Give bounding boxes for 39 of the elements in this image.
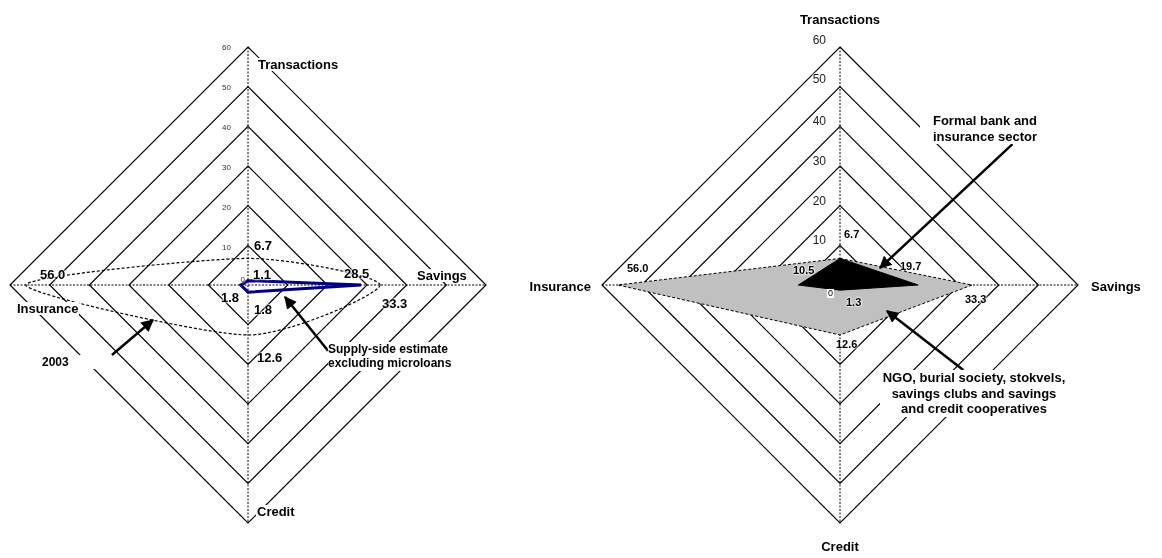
axis-tick-label: 0: [827, 288, 834, 298]
axis-title: Insurance: [528, 279, 592, 293]
leader-arrow: [284, 296, 329, 352]
axis-tick-label: 30: [812, 155, 826, 167]
data-value-label: 1.8: [221, 290, 240, 304]
data-value-label: 1.3: [846, 296, 862, 308]
data-value-label: 33.3: [965, 293, 987, 305]
axis-tick-label: 20: [222, 204, 231, 212]
axis-title: Savings: [416, 268, 468, 282]
axis-tick-label: 50: [222, 84, 231, 92]
leader-arrow: [111, 319, 154, 356]
leader-arrow: [886, 310, 965, 371]
data-value-label: 12.6: [836, 338, 858, 350]
data-value-label: 1.1: [253, 267, 272, 281]
axis-title: Transactions: [257, 57, 340, 71]
data-series-outline: [238, 279, 363, 294]
data-value-label: 10.5: [793, 264, 815, 276]
data-value-label: 6.7: [254, 238, 273, 252]
callout-label: NGO, burial society, stokvels, savings clubs and savings and credit cooperatives: [880, 370, 1068, 417]
axis-tick-label: 40: [222, 124, 231, 132]
leader-arrow: [879, 143, 1014, 269]
axis-tick-label: 10: [222, 244, 231, 252]
axis-tick-label: 60: [222, 44, 231, 52]
axis-title: Credit: [256, 504, 296, 518]
data-value-label: 6.7: [844, 228, 860, 240]
axis-title: Insurance: [16, 301, 80, 315]
axis-tick-label: 30: [222, 164, 231, 172]
axis-title: Savings: [1090, 279, 1142, 293]
axis-title: Transactions: [798, 12, 882, 26]
data-value-label: 56.0: [627, 262, 649, 274]
axis-tick-label: 50: [812, 73, 826, 85]
axis-tick-label: 0: [240, 276, 245, 284]
data-value-label: 19.7: [900, 260, 922, 272]
axis-tick-label: 60: [812, 34, 826, 46]
data-value-label: 12.6: [257, 350, 283, 364]
axis-tick-label: 10: [812, 234, 826, 246]
axis-tick-label: 40: [812, 115, 826, 127]
axis-title: Credit: [820, 539, 860, 553]
axis-tick-label: 20: [812, 195, 826, 207]
